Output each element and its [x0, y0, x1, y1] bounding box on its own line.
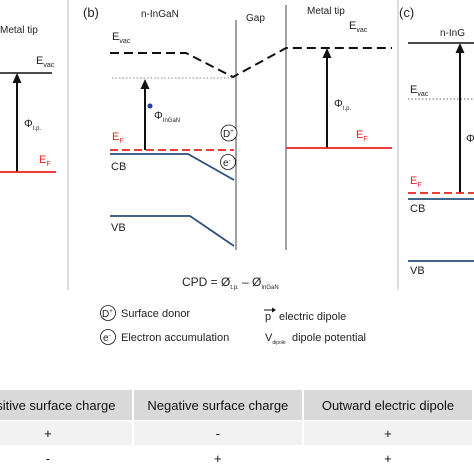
panel-c-cb-label: CB	[410, 203, 425, 215]
panel-b-valence-band	[110, 215, 235, 247]
panel-b-vacuum-level	[110, 47, 392, 79]
surface-effects-table: Positive surface charge Negative surface…	[0, 390, 474, 470]
table-row: - + +	[0, 445, 474, 470]
panel-b-ef-right-label: EF	[356, 129, 368, 143]
legend-electron-symbol: e-	[103, 333, 111, 344]
cpd-equation: CPD = Øt.p. – ØInGaN	[182, 275, 279, 291]
legend-donor-symbol: D+	[102, 309, 113, 320]
table-row: + - +	[0, 420, 474, 446]
panel-a-metal-tip-label: Metal tip	[0, 25, 38, 36]
panel-c: (c) n-InG Evac Φ EF CB VB	[397, 0, 474, 290]
legend-donor-marker	[100, 305, 116, 321]
legend-electron-text: Electron accumulation	[121, 332, 229, 344]
table-cell: +	[0, 420, 134, 446]
panel-c-arrow-head	[455, 43, 465, 53]
legend-potential-text: dipole potential	[292, 332, 366, 344]
panel-c-ingan-label: n-InG	[440, 28, 465, 39]
legend-dipole-vector-arrow	[272, 307, 276, 313]
table-header-positive-surface-charge: Positive surface charge	[0, 390, 134, 421]
panel-b-letter: (b)	[83, 5, 99, 20]
panel-b-surface-donor-marker	[220, 124, 238, 142]
legend-potential-symbol: Vdipole	[265, 332, 286, 346]
panel-b-phi-tip-label: Φt.p.	[334, 98, 351, 112]
panel-b-ef-left-label: EF	[112, 131, 124, 145]
legend: D+ Surface donor e- Electron accumulatio…	[100, 305, 366, 346]
panel-b-cb-label: CB	[111, 161, 126, 173]
panel-c-vb-label: VB	[410, 265, 425, 277]
surface-effects-table-wrapper: Positive surface charge Negative surface…	[0, 390, 474, 474]
panel-b: (b) n-InGaN Gap Metal tip Evac Evac ΦInG…	[83, 5, 392, 250]
table-cell: -	[0, 445, 134, 470]
table-header-negative-surface-charge: Negative surface charge	[132, 390, 304, 421]
panel-b-gap-label: Gap	[246, 13, 265, 24]
panel-b-electron-symbol: e-	[223, 158, 231, 169]
table-cell: +	[132, 445, 304, 470]
legend-electron-marker	[100, 329, 116, 345]
panel-b-electron-marker	[220, 154, 236, 170]
legend-dipole-symbol: p	[265, 311, 271, 323]
panel-b-evac-right-label: Evac	[349, 20, 368, 34]
panel-c-letter: (c)	[399, 5, 414, 20]
panel-b-ingan-arrow-head	[140, 79, 150, 89]
legend-dipole-text: electric dipole	[279, 311, 346, 323]
panel-a-phi-label: Φt.p.	[24, 118, 41, 132]
legend-donor-text: Surface donor	[121, 308, 190, 320]
panel-b-donor-symbol: D+	[223, 129, 234, 140]
table-cell: -	[132, 420, 304, 446]
table-cell: +	[302, 445, 474, 470]
panel-a-evac-label: Evac	[36, 55, 55, 69]
panel-b-metal-tip-label: Metal tip	[307, 6, 345, 17]
panel-b-evac-left-label: Evac	[112, 31, 131, 45]
panel-b-tip-arrow-head	[322, 48, 332, 58]
table-cell: +	[302, 420, 474, 446]
panel-b-conduction-band	[110, 153, 235, 181]
band-diagram-figure: Metal tip Evac Φt.p. EF (b) n-InGaN Gap …	[0, 0, 474, 346]
panel-b-blue-dot	[147, 103, 153, 109]
panel-c-evac-label: Evac	[410, 84, 429, 98]
panel-a-ef-label: EF	[39, 154, 51, 168]
table-header-row: Positive surface charge Negative surface…	[0, 390, 474, 421]
panel-b-ingan-label: n-InGaN	[141, 9, 179, 20]
panel-a: Metal tip Evac Φt.p. EF	[0, 0, 69, 290]
panel-c-ef-label: EF	[410, 175, 422, 189]
panel-b-vb-label: VB	[111, 222, 126, 234]
panel-b-phi-ingan-label: ΦInGaN	[154, 110, 180, 124]
panel-a-arrow-head	[12, 73, 22, 83]
panel-c-phi-label: Φ	[466, 133, 474, 145]
table-header-outward-electric-dipole: Outward electric dipole	[302, 390, 474, 421]
